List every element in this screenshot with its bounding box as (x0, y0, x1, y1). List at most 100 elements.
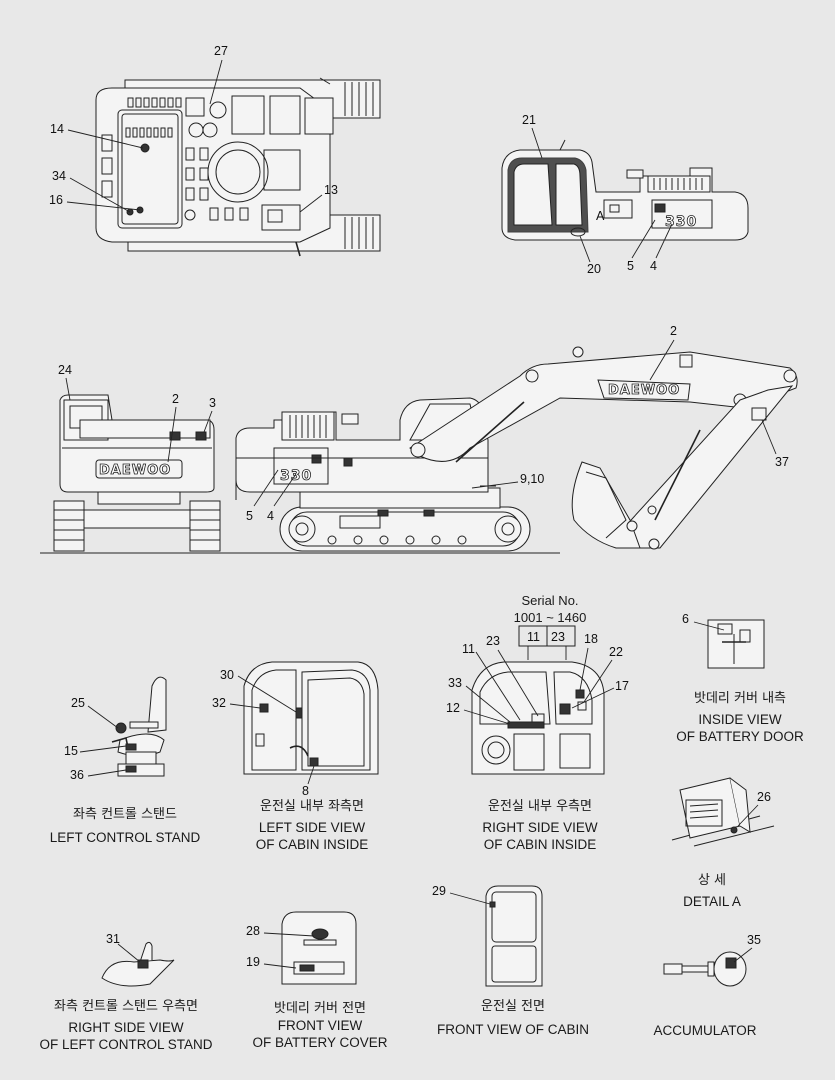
cabin-front-drawing (485, 885, 543, 987)
caption-detail-a: 상 세 DETAIL A (662, 872, 762, 910)
rear-view-callouts: 24 2 3 (58, 363, 216, 463)
battery-door-inside-drawing (707, 619, 765, 669)
callout-2-rear: 2 (172, 392, 179, 406)
detail-a-drawing (671, 777, 775, 847)
caption-right-side-stand: 좌측 컨트롤 스탠드 우측면 RIGHT SIDE VIEW OF LEFT C… (30, 998, 222, 1053)
callout-5: 5 (627, 259, 634, 273)
caption-cabin-right-en2: OF CABIN INSIDE (483, 837, 597, 852)
caption-battery-cover: 밧데리 커버 전면 FRONT VIEW OF BATTERY COVER (240, 1000, 400, 1051)
caption-accumulator-en: ACCUMULATOR (653, 1023, 757, 1038)
callout-33: 33 (448, 676, 462, 690)
callout-16: 16 (49, 193, 63, 207)
callout-13: 13 (324, 183, 338, 197)
caption-cabin-right: 운전실 내부 우측면 RIGHT SIDE VIEW OF CABIN INSI… (454, 798, 626, 853)
callout-26: 26 (757, 790, 771, 804)
caption-left-control-stand-en: LEFT CONTROL STAND (49, 830, 201, 845)
callout-4: 4 (650, 259, 657, 273)
caption-battery-cover-ko: 밧데리 커버 전면 (274, 1001, 366, 1016)
top-view-excavator (95, 77, 381, 257)
callout-6: 6 (682, 612, 689, 626)
callout-15: 15 (64, 744, 78, 758)
caption-cabin-left-en1: LEFT SIDE VIEW (258, 820, 366, 835)
callout-18: 18 (584, 632, 598, 646)
callout-5-main: 5 (246, 509, 253, 523)
callout-20: 20 (587, 262, 601, 276)
caption-front-cabin-en: FRONT VIEW OF CABIN (436, 1022, 589, 1037)
callout-2-boom: 2 (670, 324, 677, 338)
right-side-control-stand-drawing (101, 941, 175, 987)
caption-left-control-stand: 좌측 컨트롤 스탠드 LEFT CONTROL STAND (40, 806, 210, 846)
marker-a: A (596, 209, 605, 223)
caption-cabin-left-en2: OF CABIN INSIDE (255, 837, 369, 852)
cabin-left-callouts: 30 32 8 (212, 668, 315, 798)
caption-detail-a-en: DETAIL A (683, 894, 741, 909)
callout-14: 14 (50, 122, 64, 136)
callout-19: 19 (246, 955, 260, 969)
callout-23: 23 (486, 634, 500, 648)
caption-cabin-left-ko: 운전실 내부 좌측면 (260, 799, 364, 814)
caption-battery-cover-en2: OF BATTERY COVER (252, 1035, 388, 1050)
callout-4-main: 4 (267, 509, 274, 523)
serial-note: Serial No. 1001 ~ 1460 (500, 592, 600, 626)
serial-number-box: 11 23 (518, 625, 576, 660)
callout-27: 27 (214, 44, 228, 58)
caption-battery-cover-en1: FRONT VIEW (277, 1018, 363, 1033)
callout-36: 36 (70, 768, 84, 782)
callout-3: 3 (209, 396, 216, 410)
rear-view-excavator: DAEWOO (40, 394, 560, 554)
callout-9-10: 9,10 (520, 472, 544, 486)
top-view-callouts: 27 14 34 16 13 (49, 44, 338, 213)
callout-24: 24 (58, 363, 72, 377)
caption-accumulator: ACCUMULATOR (640, 1022, 770, 1039)
caption-front-cabin: 운전실 전면 FRONT VIEW OF CABIN (428, 998, 598, 1038)
caption-cabin-right-ko: 운전실 내부 우측면 (488, 799, 592, 814)
main-side-callouts: 2 9,10 37 5 4 (246, 324, 789, 523)
callout-8: 8 (302, 784, 309, 798)
callout-29: 29 (432, 884, 446, 898)
serial-label: Serial No. (521, 593, 579, 608)
callout-17: 17 (615, 679, 629, 693)
callout-12: 12 (446, 701, 460, 715)
caption-left-control-stand-ko: 좌측 컨트롤 스탠드 (73, 807, 177, 822)
callout-30: 30 (220, 668, 234, 682)
serial-range: 1001 ~ 1460 (513, 610, 587, 625)
caption-battery-door-en1: INSIDE VIEW (698, 712, 782, 727)
model-decal-side: 330 (665, 214, 697, 230)
cabin-right-callouts: 11 23 33 12 18 22 17 (446, 632, 629, 725)
serial-box-23: 23 (551, 630, 565, 644)
left-control-stand-callouts: 25 15 36 (64, 696, 127, 782)
callout-31: 31 (106, 932, 120, 946)
cabin-left-side-drawing (243, 661, 379, 775)
cabin-right-side-drawing (471, 661, 605, 775)
caption-right-side-stand-ko: 좌측 컨트롤 스탠드 우측면 (54, 999, 198, 1014)
model-decal-main: 330 (280, 468, 312, 484)
callout-28: 28 (246, 924, 260, 938)
accumulator-drawing (663, 951, 747, 987)
side-view-upper-structure: 330 A (501, 139, 749, 241)
battery-cover-front-drawing (281, 911, 357, 985)
caption-cabin-left: 운전실 내부 좌측면 LEFT SIDE VIEW OF CABIN INSID… (226, 798, 398, 853)
caption-detail-a-ko: 상 세 (697, 873, 727, 888)
daewoo-decal-boom: DAEWOO (608, 383, 680, 398)
callout-22: 22 (609, 645, 623, 659)
callout-11: 11 (462, 642, 475, 656)
caption-right-side-stand-en1: RIGHT SIDE VIEW (68, 1020, 184, 1035)
callout-35: 35 (747, 933, 761, 947)
serial-box-11: 11 (527, 630, 540, 644)
caption-front-cabin-ko: 운전실 전면 (481, 999, 545, 1014)
callout-32: 32 (212, 696, 226, 710)
daewoo-decal-rear: DAEWOO (99, 463, 171, 478)
caption-battery-door: 밧데리 커버 내측 INSIDE VIEW OF BATTERY DOOR (652, 690, 828, 745)
caption-battery-door-ko: 밧데리 커버 내측 (694, 691, 786, 706)
caption-cabin-right-en1: RIGHT SIDE VIEW (482, 820, 598, 835)
callout-34: 34 (52, 169, 66, 183)
side-view-callouts: 21 20 5 4 (522, 113, 673, 276)
callout-37: 37 (775, 455, 789, 469)
caption-right-side-stand-en2: OF LEFT CONTROL STAND (39, 1037, 213, 1052)
main-side-view-excavator: 330 DAEWOO (235, 346, 798, 552)
left-control-stand-drawing (111, 676, 167, 777)
callout-21: 21 (522, 113, 536, 127)
caption-battery-door-en2: OF BATTERY DOOR (676, 729, 804, 744)
callout-25: 25 (71, 696, 85, 710)
